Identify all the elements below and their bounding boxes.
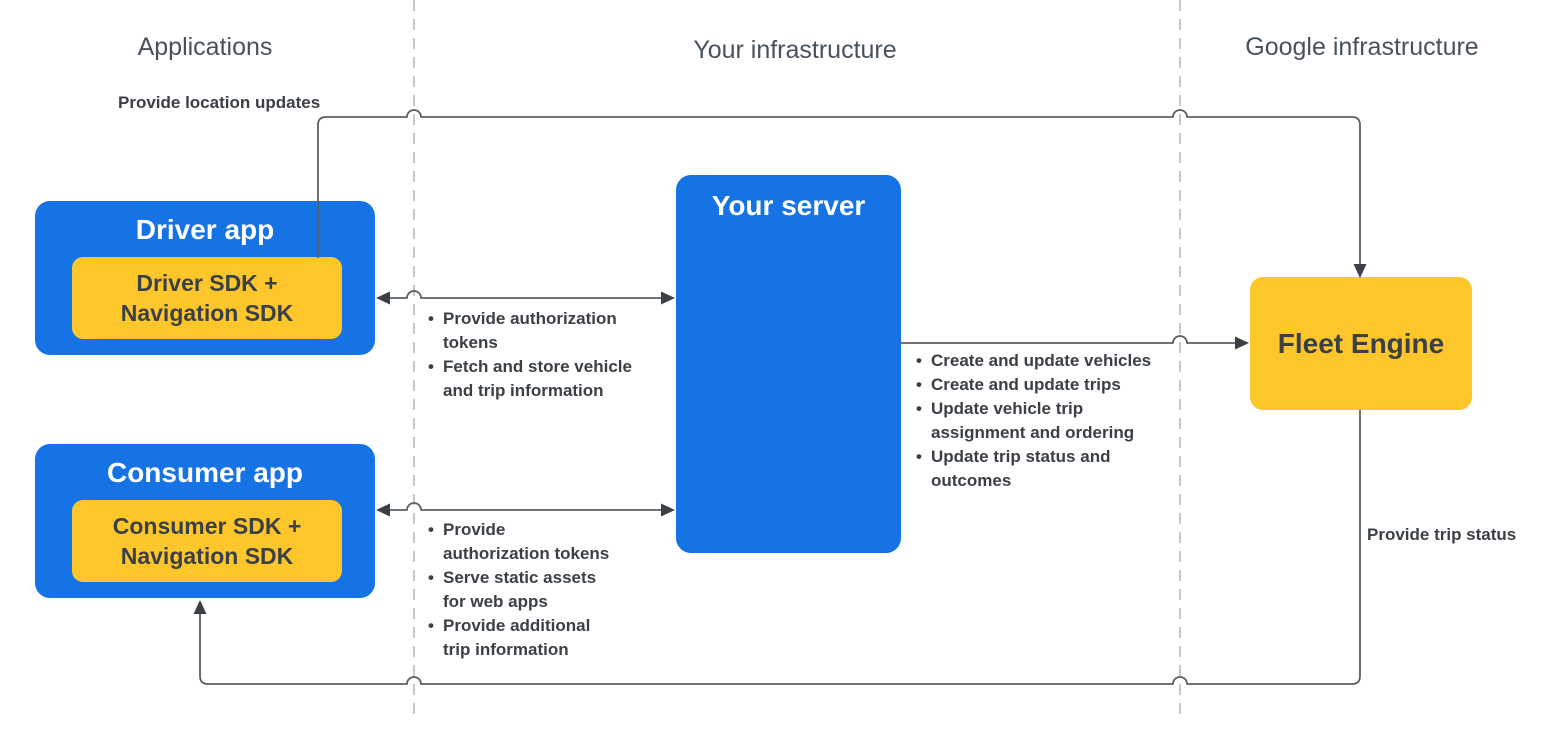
list-item: Fetch and store vehicle and trip informa… bbox=[427, 355, 642, 403]
server-fleet-engine-capabilities-list: Create and update vehicles Create and up… bbox=[915, 349, 1159, 493]
column-header-your-infrastructure: Your infrastructure bbox=[693, 36, 897, 64]
consumer-sdk-box: Consumer SDK + Navigation SDK bbox=[72, 500, 342, 582]
fleet-engine-title: Fleet Engine bbox=[1277, 327, 1445, 359]
arrowhead-into-fleet-engine-top bbox=[1353, 264, 1367, 278]
arrowhead-into-driver-app bbox=[376, 291, 390, 305]
driver-app-title: Driver app bbox=[135, 214, 275, 245]
fleet-engine-box: Fleet Engine bbox=[1250, 277, 1472, 410]
consumer-server-capabilities-list: Provide authorization tokens Serve stati… bbox=[427, 518, 613, 662]
your-server-box: Your server bbox=[676, 175, 901, 553]
consumer-app-box: Consumer app Consumer SDK + Navigation S… bbox=[35, 444, 375, 598]
driver-sdk-box: Driver SDK + Navigation SDK bbox=[72, 257, 342, 339]
arrowhead-into-consumer-app-right bbox=[376, 503, 390, 517]
list-item: Update vehicle trip assignment and order… bbox=[915, 397, 1159, 445]
edge-your-server-to-fleet-engine bbox=[900, 335, 1235, 344]
column-header-applications: Applications bbox=[137, 33, 273, 61]
list-item: Provide additional trip information bbox=[427, 614, 613, 662]
arrowhead-into-fleet-engine-left bbox=[1235, 336, 1249, 350]
list-item: Create and update vehicles bbox=[915, 349, 1159, 373]
driver-app-box: Driver app Driver SDK + Navigation SDK bbox=[35, 201, 375, 355]
column-header-google-infrastructure: Google infrastructure bbox=[1245, 33, 1479, 61]
edge-label-provide-trip-status: Provide trip status bbox=[1367, 525, 1517, 544]
driver-server-capabilities-list: Provide authorization tokens Fetch and s… bbox=[427, 307, 642, 403]
edge-driver-your-server bbox=[390, 290, 661, 299]
arrowhead-into-consumer-app-bottom bbox=[193, 600, 207, 614]
list-item: Update trip status and outcomes bbox=[915, 445, 1159, 493]
your-server-title: Your server bbox=[711, 190, 866, 221]
arrowhead-into-your-server-upper bbox=[661, 291, 675, 305]
arrowhead-into-your-server-lower bbox=[661, 503, 675, 517]
list-item: Provide authorization tokens bbox=[427, 307, 642, 355]
edge-label-provide-location-updates: Provide location updates bbox=[118, 93, 321, 112]
consumer-app-title: Consumer app bbox=[106, 457, 304, 488]
list-item: Create and update trips bbox=[915, 373, 1159, 397]
list-item: Serve static assets for web apps bbox=[427, 566, 613, 614]
edge-consumer-your-server bbox=[390, 502, 661, 511]
list-item: Provide authorization tokens bbox=[427, 518, 613, 566]
